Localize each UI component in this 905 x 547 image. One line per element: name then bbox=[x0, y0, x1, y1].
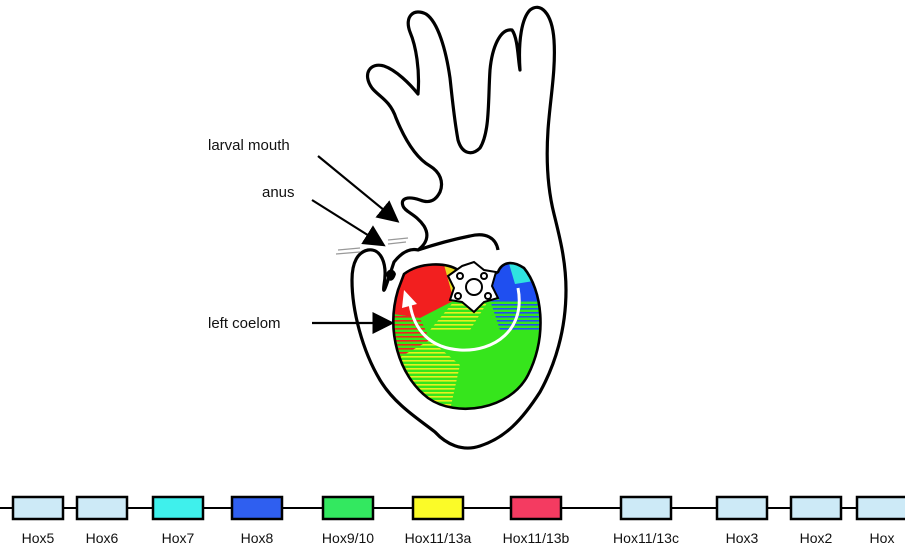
hox-box-hox6 bbox=[77, 497, 127, 519]
hox-label-hox3: Hox3 bbox=[726, 530, 759, 546]
hox-box-hox11-13b bbox=[511, 497, 561, 519]
annotation-left-coelom: left coelom bbox=[208, 315, 390, 332]
hox-box-hox8 bbox=[232, 497, 282, 519]
hox-label-hox: Hox bbox=[870, 530, 895, 546]
hox-label-hox6: Hox6 bbox=[86, 530, 119, 546]
hox-label-hox7: Hox7 bbox=[162, 530, 195, 546]
anus-label: anus bbox=[262, 184, 295, 201]
hox-gene-cluster: Hox5 Hox6 Hox7 Hox8 Hox9/10 Hox11/13a Hox11/13… bbox=[0, 497, 905, 546]
hox-label-hox8: Hox8 bbox=[241, 530, 274, 546]
hox-label-hox5: Hox5 bbox=[22, 530, 55, 546]
hox-label-hox11-13c: Hox11/13c bbox=[613, 530, 679, 546]
mouth-hatch bbox=[336, 238, 408, 254]
hox-box-hox11-13c bbox=[621, 497, 671, 519]
hox-label-hox2: Hox2 bbox=[800, 530, 833, 546]
hox-box-hox5 bbox=[13, 497, 63, 519]
hox-box-hox11-13a bbox=[413, 497, 463, 519]
larval-mouth-label: larval mouth bbox=[208, 137, 290, 154]
hox-box-hox7 bbox=[153, 497, 203, 519]
hox-box-hox2 bbox=[791, 497, 841, 519]
hox-label-hox9-10: Hox9/10 bbox=[322, 530, 374, 546]
hox-label-hox11-13a: Hox11/13a bbox=[405, 530, 472, 546]
hox-box-hox bbox=[857, 497, 905, 519]
hox-box-hox3 bbox=[717, 497, 767, 519]
left-coelom-label: left coelom bbox=[208, 315, 281, 332]
hox-box-hox9-10 bbox=[323, 497, 373, 519]
annotation-larval-mouth: larval mouth bbox=[208, 137, 396, 220]
hox-label-hox11-13b: Hox11/13b bbox=[503, 530, 570, 546]
